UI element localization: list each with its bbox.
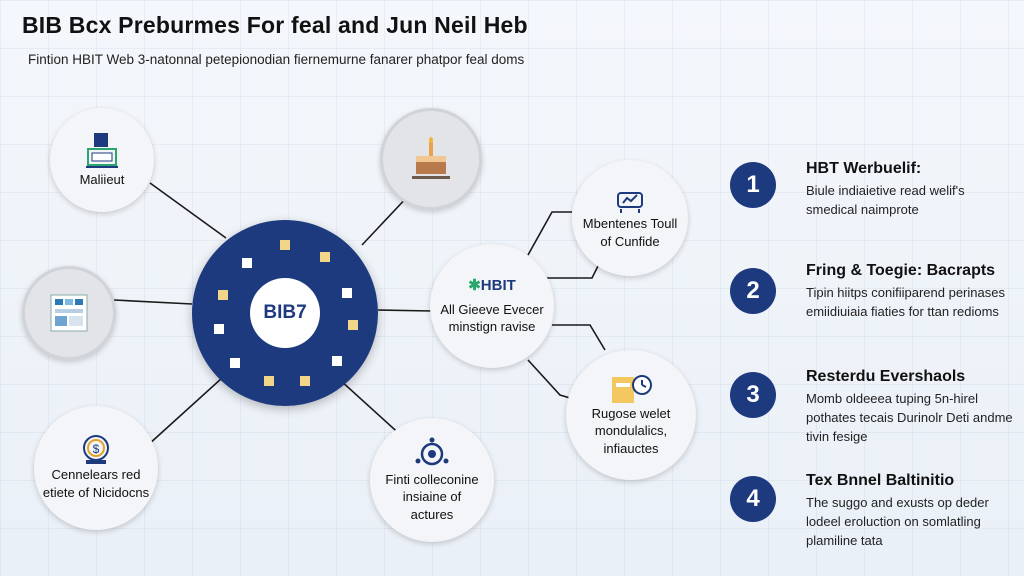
link-candle [361,193,411,246]
node-candle[interactable] [380,108,482,210]
center-hub[interactable]: BIB7 [192,220,378,406]
step-number: 4 [730,476,776,522]
step-number: 1 [730,162,776,208]
connector-lines [113,182,606,446]
hbit-logo-text: HBIT [480,277,516,295]
node-label: Maliieut [79,172,125,188]
node-label: Cennelears red etiete of Nicidocns [42,467,150,500]
step-number: 2 [730,268,776,314]
step-title: Fring & Toegie: Bacrapts [806,262,996,279]
link-rugose [552,324,606,351]
node-hbit[interactable]: ✱HBIT All Gieeve Evecer minstign ravise [430,244,554,368]
step-title: Resterdu Evershaols [806,368,966,385]
node-label: Rugose welet mondulalics, infiauctes [591,405,671,456]
page-title: BIB Bcx Preburmes For feal and Jun Neil … [22,12,528,38]
link-fini [339,379,405,439]
sofa-chart-icon [617,192,643,214]
node-label: All Gieeve Evecer minstign ravise [440,301,544,335]
palm-logo-icon: ✱ [468,277,481,295]
money-hand-icon: $ [83,435,109,465]
hub-tick [320,252,330,262]
node-connelars[interactable]: $ Cennelears red etiete of Nicidocns [34,406,158,530]
step-description: Biule indiaietive read welif's smedical … [806,183,965,217]
center-label: BIB7 [250,278,320,348]
step-description: The suggo and exusts op deder lodeel ero… [806,495,989,548]
node-dashboard[interactable] [22,266,116,360]
hub-tick [300,376,310,386]
node-maliieut[interactable]: Maliieut [50,108,154,212]
node-label: Finti colleconine insiaine of actures [385,471,479,522]
link-dashboard [113,299,193,305]
svg-text:$: $ [93,442,100,456]
network-icon [415,437,449,465]
step-number: 3 [730,372,776,418]
hub-tick [280,240,290,250]
step-title: Tex Bnnel Baltinitio [806,472,955,489]
hub-tick [342,288,352,298]
step-description: Tipin hiitps conifiiparend perinases emi… [806,285,1005,319]
hub-tick [264,376,274,386]
dashboard-grid-icon [50,294,88,332]
hub-tick [230,358,240,368]
node-fini[interactable]: Finti colleconine insiaine of actures [370,418,494,542]
document-chart-icon [86,133,118,169]
hbit-logo: ✱HBIT [468,276,516,296]
link-maliieut [149,182,227,239]
hub-tick [332,356,342,366]
link-connelars [147,377,223,446]
link-mbentenes [527,211,572,256]
wallet-clock-icon [612,374,652,403]
candle-cake-icon [412,137,450,179]
hub-tick [214,324,224,334]
hub-tick [348,320,358,330]
step-description: Momb oldeeea tuping 5n-hirel pothates te… [806,391,1013,444]
hub-tick [218,290,228,300]
link-mbentenes-2 [542,261,601,279]
link-hbit [377,309,433,312]
link-rugose-2 [527,359,571,399]
node-mbentenes[interactable]: Mbentenes Toull of Cunfide [572,160,688,276]
page-subtitle: Fintion HBIT Web 3-natonnal petepionodia… [28,52,525,67]
step-title: HBT Werbuelif: [806,160,922,177]
node-label: Mbentenes Toull of Cunfide [582,216,678,249]
hub-tick [242,258,252,268]
node-rugose[interactable]: Rugose welet mondulalics, infiauctes [566,350,696,480]
